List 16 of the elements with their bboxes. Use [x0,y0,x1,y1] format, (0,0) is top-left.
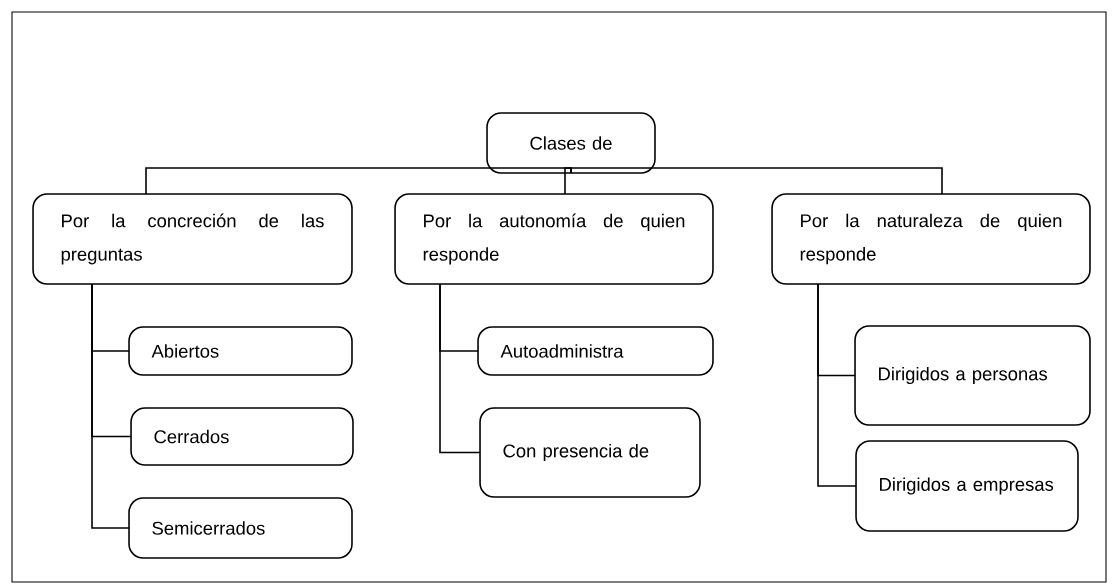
category-box: Por la naturaleza de quien responde [771,193,1091,285]
item-box: Dirigidos a empresas [855,440,1079,532]
connector-line [439,283,481,454]
item-box: Con presencia de [479,407,701,498]
connector-line [817,283,857,487]
item-box: Autoadministra [477,326,714,376]
connector-line [570,167,943,195]
item-box: Cerrados [130,407,354,466]
item-box: Semicerrados [128,497,353,559]
item-box: Abiertos [128,326,353,376]
title-box: Clases de [486,112,656,174]
connector-line [91,283,130,529]
item-box: Dirigidos a personas [854,325,1091,426]
connector-line [564,167,572,195]
category-box: Por la concreción de las preguntas [32,193,353,285]
category-box: Por la autonomía de quien responde [394,193,714,285]
